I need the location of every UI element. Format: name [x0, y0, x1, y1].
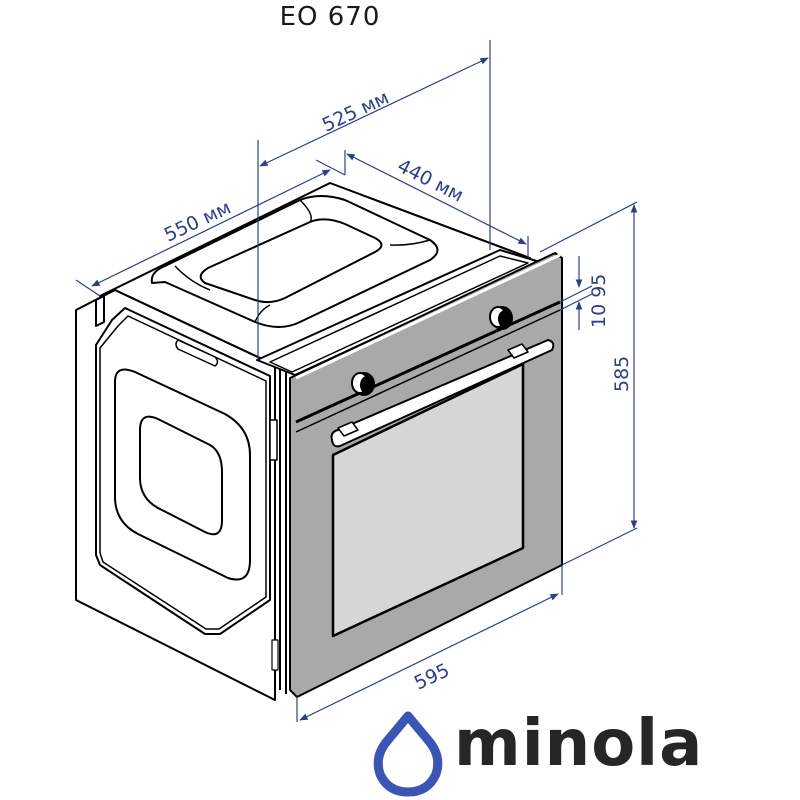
brand-logo: minola	[370, 700, 730, 800]
dim-label-440: 440 мм	[394, 155, 467, 207]
dimension-lines	[75, 40, 638, 722]
control-knob-right	[489, 306, 513, 330]
control-knob-left	[351, 372, 375, 396]
dim-label-525: 525 мм	[319, 87, 393, 137]
oven-side-panel	[75, 289, 291, 701]
dim-label-595: 595	[411, 659, 453, 694]
brand-name: minola	[454, 707, 704, 781]
oven-front-panel	[289, 252, 563, 698]
water-drop-icon	[373, 711, 443, 797]
model-title: EO 670	[279, 2, 381, 32]
dim-label-10-95: 10 95	[588, 274, 610, 328]
dim-label-585: 585	[611, 356, 633, 392]
